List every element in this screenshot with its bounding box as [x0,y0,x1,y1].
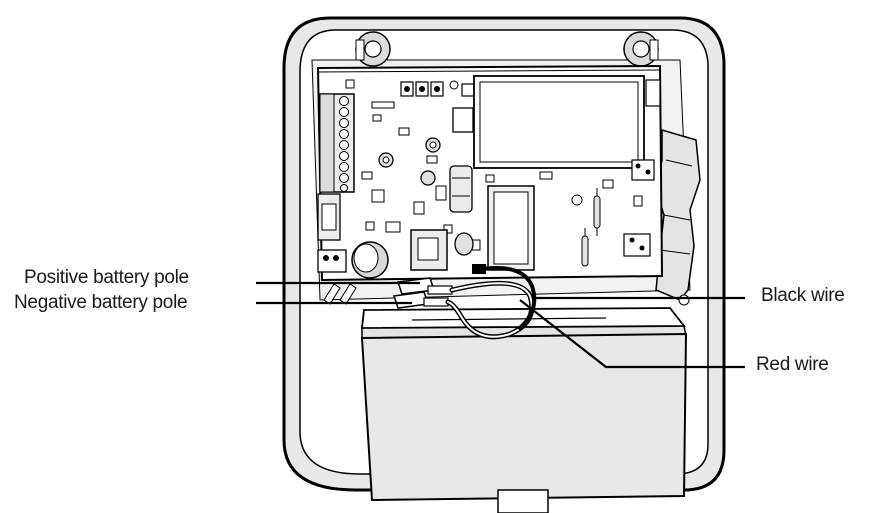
display-module [473,75,645,169]
terminal-block-strip [319,93,355,193]
leader-red-wire [519,299,745,369]
fuse-holder [317,193,341,241]
wires [445,264,537,340]
transformer [487,185,535,271]
capacitor [351,241,389,279]
bottom-terminal [317,249,347,273]
circuit-board [316,64,664,282]
relay [410,229,448,271]
label-black-wire: Black wire [761,285,845,306]
electronic-components [345,79,655,267]
mounting-post-left [355,31,391,67]
label-negative-pole: Negative battery pole [14,292,188,313]
label-positive-pole: Positive battery pole [24,267,189,288]
label-red-wire: Red wire [756,354,829,375]
connector-header [400,80,475,97]
mounting-post-right [623,31,659,67]
battery [360,307,688,513]
